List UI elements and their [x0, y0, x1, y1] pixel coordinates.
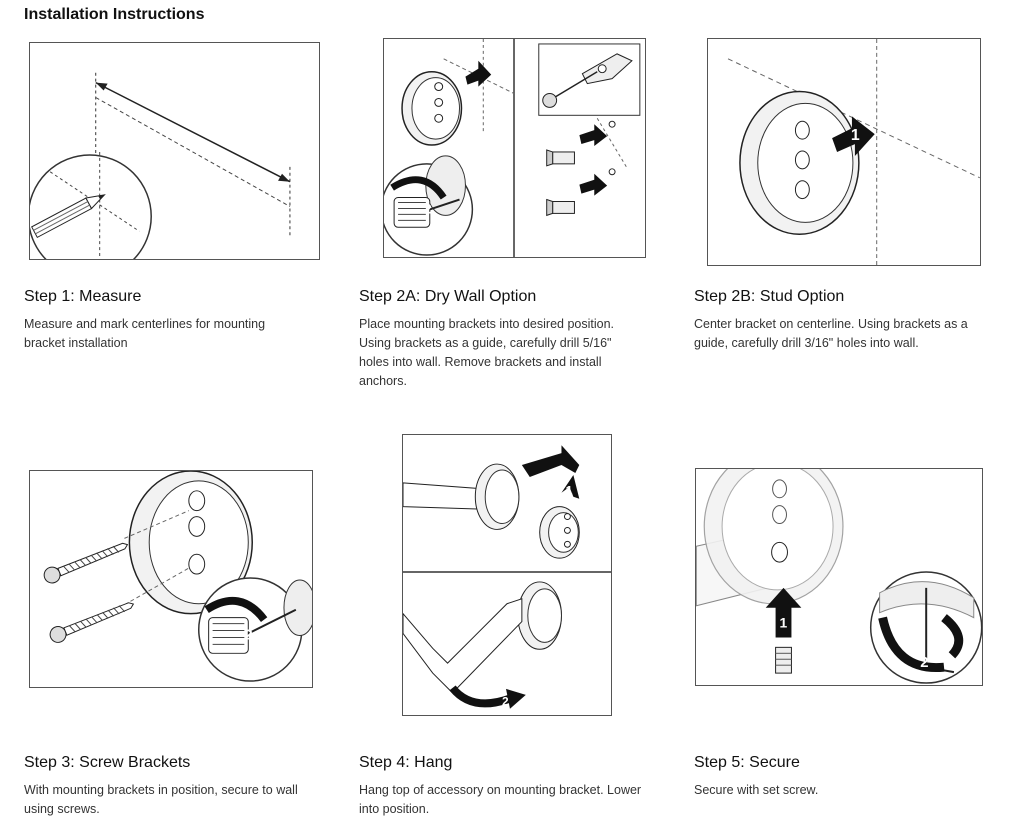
callout-number: 2: [244, 627, 252, 643]
page-title: Installation Instructions: [24, 6, 205, 23]
step-1-title: Step 1: Measure: [24, 288, 142, 305]
step-2a-description: Place mounting brackets into desired pos…: [359, 317, 615, 388]
callout-number: 2: [424, 200, 432, 216]
step-2b-description: Center bracket on centerline. Using brac…: [694, 317, 968, 350]
step-2b-title: Step 2B: Stud Option: [694, 288, 845, 305]
callout-number: 1: [565, 483, 572, 498]
step-4-title: Step 4: Hang: [359, 754, 453, 771]
callout-number: 1: [851, 127, 860, 144]
step-5-description: Secure with set screw.: [694, 783, 819, 797]
step-3-title: Step 3: Screw Brackets: [24, 754, 191, 771]
step-2b-illustration: 1: [707, 38, 981, 266]
callout-number: 2: [920, 655, 928, 671]
step-4-illustration: 1 2: [402, 434, 612, 716]
step-1-description: Measure and mark centerlines for mountin…: [24, 317, 266, 350]
step-4-description: Hang top of accessory on mounting bracke…: [359, 783, 642, 816]
step-5-illustration: 1 2: [695, 468, 983, 686]
step-1-illustration: [29, 42, 320, 260]
step-3-illustration: 2: [29, 470, 313, 688]
callout-number: 2: [502, 695, 509, 709]
step-2a-title: Step 2A: Dry Wall Option: [359, 288, 537, 305]
step-2a-illustration: 2: [383, 38, 646, 258]
step-3-description: With mounting brackets in position, secu…: [24, 783, 298, 816]
callout-number: 1: [780, 615, 788, 631]
step-5-title: Step 5: Secure: [694, 754, 800, 771]
